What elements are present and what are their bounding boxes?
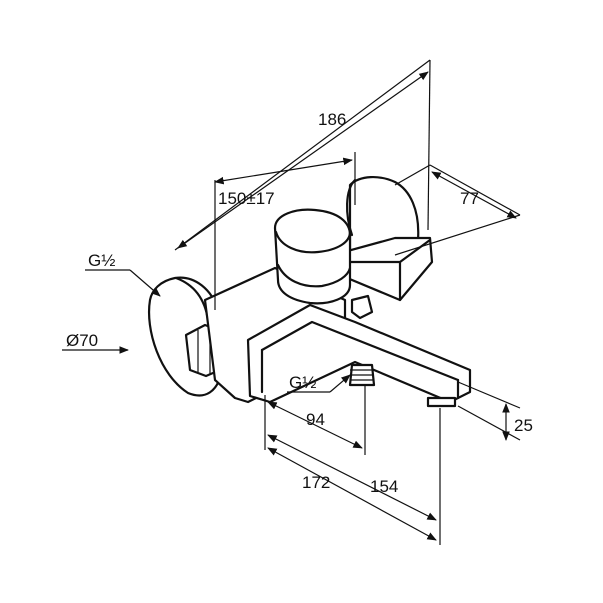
inlet-thread-leader [85,269,161,297]
lever-stem [350,294,374,320]
cartridge-cylinder [273,208,352,305]
label-outlet-distance: 94 [306,410,325,429]
label-overall-length: 186 [318,110,346,129]
dimension-lines [62,59,521,545]
label-spout-height: 25 [514,416,533,435]
label-length-154: 154 [370,477,398,496]
dimension-labels: 186 150±17 77 G½ Ø70 G½ 94 25 172 154 [66,110,533,496]
diverter-outlet [348,363,376,387]
dim-length-172-154 [264,408,441,545]
dim-spout-height [457,381,521,441]
label-inlet-thread: G½ [88,251,115,270]
dim-wall-distance [214,152,356,310]
faucet-body [148,176,472,408]
spout [246,303,472,404]
label-depth: 77 [460,189,479,208]
dim-depth [394,164,521,256]
label-cover-diameter: Ø70 [66,331,98,350]
label-outlet-thread: G½ [289,373,316,392]
outlet-thread-leader [287,374,351,393]
spout-tip [426,396,457,408]
label-wall-distance: 150±17 [218,189,275,208]
label-length-172: 172 [302,473,330,492]
